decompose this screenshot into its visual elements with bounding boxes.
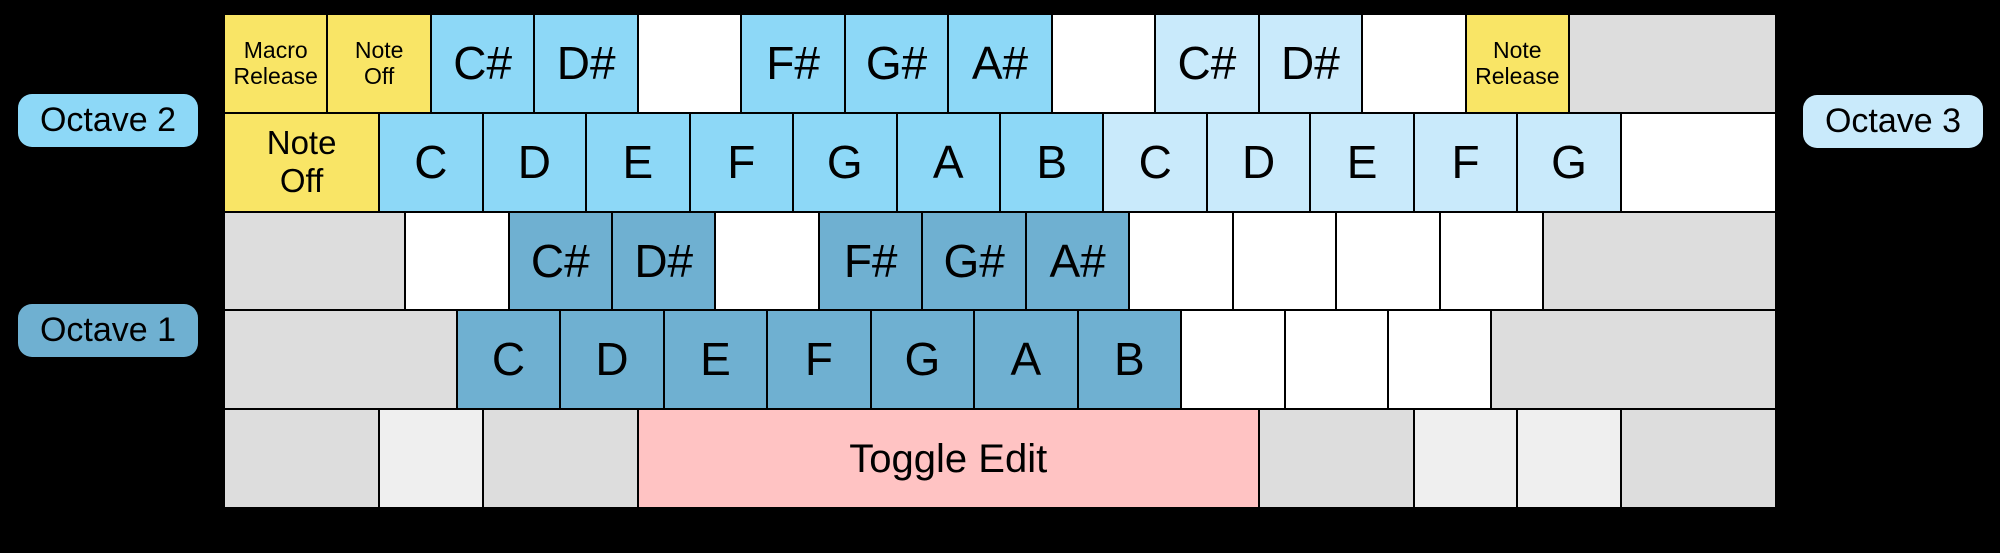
key-blank bbox=[225, 311, 456, 409]
key-f-sharp: F# bbox=[819, 212, 922, 310]
key-b: B bbox=[1001, 113, 1103, 211]
key-a-sharp: A# bbox=[949, 15, 1051, 112]
key-note-release: Note Release bbox=[1466, 15, 1569, 112]
key-note-off: Note Off bbox=[328, 15, 430, 112]
key-blank bbox=[1233, 212, 1336, 310]
key-c-sharp: C# bbox=[509, 212, 611, 310]
key-blank bbox=[1182, 311, 1284, 409]
key-blank bbox=[1285, 311, 1387, 409]
key-blank bbox=[1492, 311, 1775, 409]
key-blank bbox=[406, 212, 508, 310]
key-blank bbox=[1518, 410, 1620, 507]
key-blank bbox=[1440, 212, 1543, 310]
key-blank bbox=[1544, 212, 1775, 310]
key-blank bbox=[380, 410, 482, 507]
key-f-sharp: F# bbox=[742, 15, 844, 112]
key-a-sharp: A# bbox=[1026, 212, 1129, 310]
octave-1-label: Octave 1 bbox=[18, 304, 198, 357]
octave-2-label: Octave 2 bbox=[18, 94, 198, 147]
key-blank bbox=[1363, 15, 1465, 112]
key-a: A bbox=[975, 311, 1077, 409]
key-blank bbox=[716, 212, 818, 310]
key-d-sharp: D# bbox=[535, 15, 637, 112]
key-blank bbox=[638, 15, 741, 112]
key-note-off: Note Off bbox=[225, 113, 379, 211]
key-blank bbox=[1621, 113, 1775, 211]
key-g: G bbox=[1518, 113, 1620, 211]
key-c: C bbox=[380, 113, 482, 211]
key-g-sharp: G# bbox=[845, 15, 948, 112]
key-g: G bbox=[871, 311, 974, 409]
key-d-sharp: D# bbox=[613, 212, 715, 310]
key-c-sharp: C# bbox=[431, 15, 534, 112]
key-blank bbox=[1130, 212, 1232, 310]
keyboard-row-3: C#D# F#G#A# bbox=[225, 212, 1775, 310]
key-d: D bbox=[483, 113, 586, 211]
key-d: D bbox=[561, 311, 663, 409]
key-blank bbox=[1621, 410, 1775, 507]
key-g: G bbox=[794, 113, 896, 211]
key-d: D bbox=[1207, 113, 1310, 211]
key-blank bbox=[1259, 410, 1413, 507]
key-blank bbox=[225, 212, 405, 310]
key-c: C bbox=[1104, 113, 1206, 211]
key-f: F bbox=[690, 113, 793, 211]
key-e: E bbox=[587, 113, 689, 211]
key-blank bbox=[1414, 410, 1517, 507]
key-a: A bbox=[897, 113, 999, 211]
key-toggle-edit: Toggle Edit bbox=[638, 410, 1258, 507]
key-macro-release: Macro Release bbox=[225, 15, 327, 112]
key-c-sharp: C# bbox=[1156, 15, 1258, 112]
octave-3-label: Octave 3 bbox=[1803, 95, 1983, 148]
key-blank bbox=[1052, 15, 1155, 112]
key-blank bbox=[1337, 212, 1439, 310]
key-f: F bbox=[768, 311, 870, 409]
key-blank bbox=[1389, 311, 1491, 409]
key-e: E bbox=[1311, 113, 1413, 211]
key-d-sharp: D# bbox=[1259, 15, 1362, 112]
key-b: B bbox=[1078, 311, 1181, 409]
keyboard-row-5: Toggle Edit bbox=[225, 410, 1775, 507]
key-g-sharp: G# bbox=[923, 212, 1025, 310]
key-c: C bbox=[457, 311, 560, 409]
key-blank bbox=[1570, 15, 1775, 112]
key-blank bbox=[225, 410, 379, 507]
key-f: F bbox=[1414, 113, 1517, 211]
key-blank bbox=[483, 410, 637, 507]
key-e: E bbox=[664, 311, 767, 409]
